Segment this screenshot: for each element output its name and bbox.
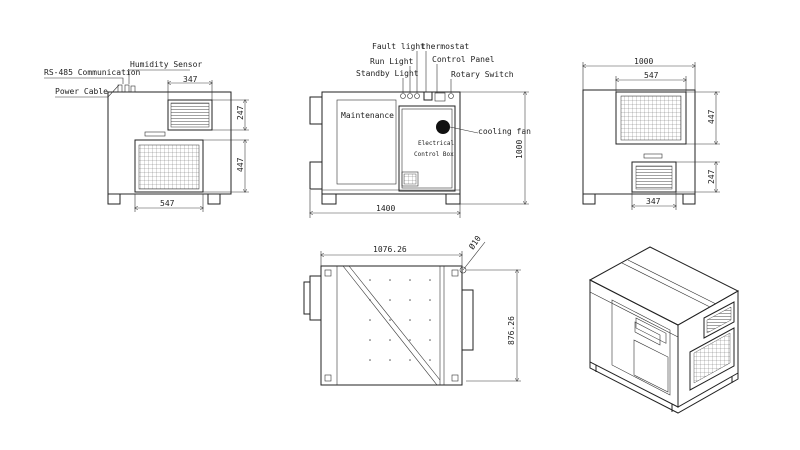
cooling-fan-icon <box>436 120 450 134</box>
electrical-label: Electrical <box>418 140 455 147</box>
fault-light-label: Fault light <box>372 42 425 51</box>
thermostat-label: thermostat <box>421 42 469 51</box>
dim-247-left: 247 <box>236 105 245 120</box>
power-cable-label: Power Cable <box>55 87 108 96</box>
humidity-sensor-label: Humidity Sensor <box>130 60 202 69</box>
dim-347-right: 347 <box>646 197 661 206</box>
run-light-label: Run Light <box>370 57 414 66</box>
maintenance-door <box>336 99 397 185</box>
dim-1076: 1076.26 <box>373 245 407 254</box>
dim-447-right: 447 <box>707 109 716 124</box>
upper-air-grille <box>167 99 213 131</box>
top-view: Ø10 1076.26 876.26 <box>303 233 521 386</box>
dim-1000-front: 1000 <box>515 140 524 159</box>
cooling-fan-label: cooling fan <box>478 127 531 136</box>
front-view-body <box>321 91 461 195</box>
run-light-icon <box>407 93 413 99</box>
iso-lower-grille <box>689 327 735 391</box>
dim-1400: 1400 <box>376 204 395 213</box>
isometric-view <box>588 246 740 414</box>
control-panel-icon <box>434 92 446 102</box>
right-side-view: 1000 547 447 247 347 <box>583 57 720 210</box>
right-upper-grille <box>615 91 687 145</box>
dim-876: 876.26 <box>507 316 516 345</box>
standby-light-icon <box>400 93 406 99</box>
electrical-control-box <box>398 105 456 192</box>
thermostat-icon <box>423 91 433 101</box>
rotary-switch-label: Rotary Switch <box>451 70 514 79</box>
control-panel-label: Control Panel <box>432 55 495 64</box>
rotary-switch-icon <box>448 93 454 99</box>
dim-347-left: 347 <box>183 75 198 84</box>
iso-upper-grille <box>703 301 735 339</box>
dim-247-right: 247 <box>707 169 716 184</box>
rs485-label: RS-485 Communication <box>44 68 141 77</box>
top-view-body <box>320 265 463 386</box>
right-lower-grille <box>631 161 677 193</box>
standby-light-label: Standby Light <box>356 69 419 78</box>
dim-447-left: 447 <box>236 157 245 172</box>
maintenance-label: Maintenance <box>341 111 394 120</box>
control-box-label: Control Box <box>414 151 454 158</box>
lower-air-grille <box>134 139 204 193</box>
dim-hole-diameter: Ø10 <box>466 233 483 251</box>
dim-547-right: 547 <box>644 71 659 80</box>
dim-547-left: 547 <box>160 199 175 208</box>
left-side-view: Humidity Sensor RS-485 Communication Pow… <box>44 60 249 212</box>
front-view: Maintenance Electrical Control Box cooli… <box>310 42 531 218</box>
fault-light-icon <box>414 93 420 99</box>
dim-1000-right: 1000 <box>634 57 653 66</box>
